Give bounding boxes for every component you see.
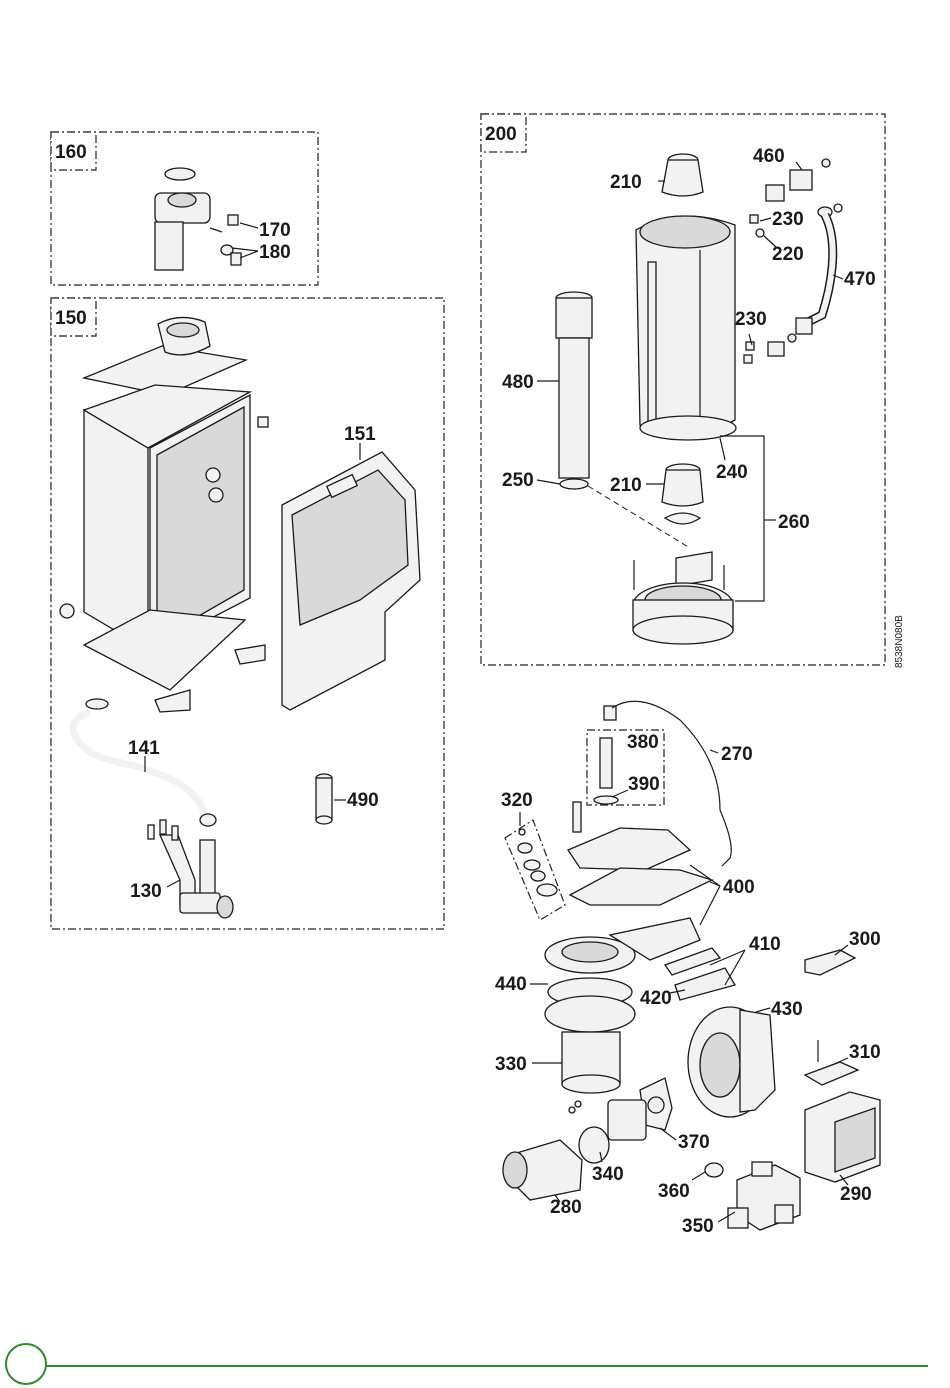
group-label-200: 200: [485, 124, 517, 145]
insulation-bottom-part: [662, 464, 703, 524]
part-label-340: 340: [592, 1164, 624, 1185]
part-label-270: 270: [721, 744, 753, 765]
seal-360-part: [705, 1163, 723, 1177]
fuse-part: [316, 774, 332, 824]
burner-assembly: 270 380 390 320 400: [495, 701, 881, 1237]
clip-part: [756, 229, 764, 237]
flue-adapter-part: [155, 168, 222, 270]
control-box-part: [805, 1092, 880, 1182]
part-label-350: 350: [682, 1216, 714, 1237]
mixing-tube-part: [562, 1032, 620, 1093]
part-label-130: 130: [130, 881, 162, 902]
casing-top-panel-part: [84, 317, 246, 395]
venturi-part: [569, 1100, 646, 1163]
part-label-400: 400: [723, 877, 755, 898]
part-label-151: 151: [344, 424, 376, 445]
casing-base-part: [60, 604, 265, 712]
group-label-160: 160: [55, 142, 87, 163]
gas-manifold-part: [545, 918, 700, 1032]
group-label-150: 150: [55, 308, 87, 329]
group-160: 160 170 180: [51, 132, 318, 285]
part-label-170: 170: [259, 220, 291, 241]
part-label-180: 180: [259, 242, 291, 263]
page-footer: [6, 1344, 928, 1384]
part-label-141: 141: [128, 738, 160, 759]
part-label-490: 490: [347, 790, 379, 811]
insulation-top-part: [662, 154, 703, 196]
heat-exchanger-part: [636, 216, 736, 440]
page-number-circle: [6, 1344, 46, 1384]
part-label-480: 480: [502, 372, 534, 393]
flue-pipe-part: [556, 292, 592, 489]
part-label-440: 440: [495, 974, 527, 995]
part-label-240: 240: [716, 462, 748, 483]
burner-cover-part: [568, 828, 712, 905]
pin-part: [573, 802, 581, 832]
group-150: 150 151: [51, 298, 444, 929]
bracket-300-part: [805, 950, 855, 975]
part-label-310: 310: [849, 1042, 881, 1063]
part-label-360: 360: [658, 1181, 690, 1202]
part-label-370: 370: [678, 1132, 710, 1153]
part-label-250: 250: [502, 470, 534, 491]
part-label-470: 470: [844, 269, 876, 290]
sight-glass-part: [518, 829, 557, 896]
part-label-410: 410: [749, 934, 781, 955]
part-label-380: 380: [627, 732, 659, 753]
siphon-part: [148, 820, 233, 918]
part-label-460: 460: [753, 146, 785, 167]
electrode-part: [594, 738, 618, 804]
part-label-260: 260: [778, 512, 810, 533]
part-label-230-bottom: 230: [735, 309, 767, 330]
part-label-430: 430: [771, 999, 803, 1020]
part-label-280: 280: [550, 1197, 582, 1218]
drawing-code: 8538N080B: [894, 615, 905, 668]
part-label-220: 220: [772, 244, 804, 265]
casing-body-part: [84, 385, 268, 650]
part-label-320: 320: [501, 790, 533, 811]
part-label-290: 290: [840, 1184, 872, 1205]
front-cover-part: [282, 452, 420, 710]
burner-base-part: [633, 552, 733, 644]
part-label-300: 300: [849, 929, 881, 950]
part-label-390: 390: [628, 774, 660, 795]
part-label-210-bottom: 210: [610, 475, 642, 496]
group-200: 200 210 460 230 220: [481, 114, 905, 668]
gas-valve-part: [728, 1162, 800, 1230]
part-label-230-top: 230: [772, 209, 804, 230]
part-label-330: 330: [495, 1054, 527, 1075]
part-label-210-top: 210: [610, 172, 642, 193]
blower-motor-part: [503, 1140, 582, 1200]
part-label-420: 420: [640, 988, 672, 1009]
small-fittings-part: [221, 215, 241, 265]
fan-part: [688, 1007, 775, 1117]
